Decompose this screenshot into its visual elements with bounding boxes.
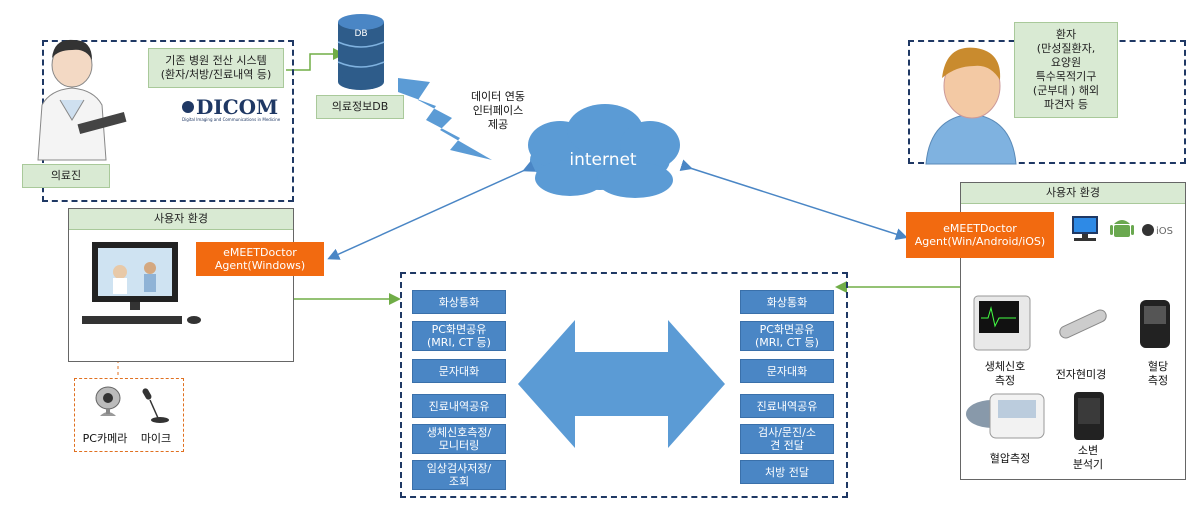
- db-label-text: 의료정보DB: [331, 100, 389, 113]
- feature-left-record-share[interactable]: 진료내역공유: [412, 394, 506, 418]
- link-system-db: [286, 48, 345, 71]
- feature-left-label: 화상통화: [438, 295, 480, 309]
- feature-left-label: PC화면공유 (MRI, CT 등): [427, 323, 491, 349]
- interface-note: 데이터 연동 인터페이스 제공: [458, 90, 538, 132]
- right-user-env-title: 사용자 환경: [961, 183, 1185, 204]
- left-agent-line1: eMEETDoctor: [223, 246, 297, 259]
- android-icon: [1110, 220, 1134, 237]
- feature-left-screen-share[interactable]: PC화면공유 (MRI, CT 등): [412, 321, 506, 351]
- feature-left-label: 생체신호측정/ 모니터링: [426, 426, 492, 452]
- double-arrow-icon: [518, 320, 725, 448]
- feature-right-record-share[interactable]: 진료내역공유: [740, 394, 834, 418]
- feature-right-video-call[interactable]: 화상통화: [740, 290, 834, 314]
- left-agent-badge: eMEETDoctor Agent(Windows): [196, 242, 324, 276]
- interface-line1: 데이터 연동: [470, 90, 526, 103]
- windows-pc-icon: [1072, 216, 1098, 241]
- peripheral-icons: [95, 386, 169, 423]
- right-agent-badge: eMEETDoctor Agent(Win/Android/iOS): [906, 212, 1054, 258]
- feature-left-text-chat[interactable]: 문자대화: [412, 359, 506, 383]
- ios-label: iOS: [1156, 226, 1173, 237]
- blood-pressure-monitor-icon: [966, 393, 1045, 439]
- feature-right-prescription[interactable]: 처방 전달: [740, 460, 834, 484]
- patient-icon: [925, 47, 1017, 165]
- feature-right-text-chat[interactable]: 문자대화: [740, 359, 834, 383]
- patient-label-box: 환자 (만성질환자, 요양원 특수목적기구 (군부대 ) 해외 파견자 등: [1014, 22, 1118, 118]
- lightning-icon: [398, 78, 492, 160]
- interface-line3: 제공: [487, 118, 509, 131]
- database-icon-text: DB: [354, 29, 367, 39]
- patient-line: 특수목적기구: [1035, 70, 1097, 83]
- microphone-icon: [142, 388, 169, 423]
- feature-left-video-call[interactable]: 화상통화: [412, 290, 506, 314]
- hospital-system-line1: 기존 병원 전산 시스템: [165, 54, 267, 67]
- medical-device-icons: [966, 295, 1170, 440]
- dicom-subtitle: Digital Imaging and Communications in Me…: [182, 117, 281, 122]
- feature-right-label: PC화면공유 (MRI, CT 등): [755, 323, 819, 349]
- device-pc-camera: PC카메라: [82, 432, 128, 445]
- feature-left-vital-monitor[interactable]: 생체신호측정/ 모니터링: [412, 424, 506, 454]
- feature-left-label: 진료내역공유: [428, 399, 490, 413]
- feature-right-label: 진료내역공유: [756, 399, 818, 413]
- device-vital-signs: 생체신호 측정: [984, 360, 1026, 387]
- patient-line: 환자: [1055, 28, 1077, 41]
- patient-line: (군부대 ) 해외: [1032, 84, 1100, 97]
- patient-line: 요양원: [1050, 56, 1082, 69]
- right-agent-line2: Agent(Win/Android/iOS): [914, 235, 1046, 248]
- feature-left-label: 문자대화: [438, 364, 480, 378]
- feature-right-label: 검사/문진/소 견 전달: [757, 426, 816, 452]
- device-microscope: 전자현미경: [1055, 368, 1107, 381]
- interface-line2: 인터페이스: [472, 104, 524, 117]
- doctor-label-text: 의료진: [50, 169, 82, 182]
- link-cloud-left-agent: [327, 160, 536, 260]
- apple-icon: iOS: [1142, 224, 1173, 237]
- hospital-system-line2: (환자/처방/진료내역 등): [160, 68, 272, 81]
- feature-left-label: 임상검사저장/ 조회: [426, 462, 492, 488]
- right-agent-line1: eMEETDoctor: [943, 222, 1017, 235]
- feature-right-label: 문자대화: [766, 364, 808, 378]
- hospital-system-box: 기존 병원 전산 시스템 (환자/처방/진료내역 등): [148, 48, 284, 88]
- device-urine-analyzer: 소변 분석기: [1072, 444, 1104, 471]
- internet-cloud-icon: [528, 104, 680, 198]
- link-cloud-right-agent: [679, 159, 908, 240]
- link-right-agent-features: [835, 258, 981, 293]
- feature-left-lab-store[interactable]: 임상검사저장/ 조회: [412, 460, 506, 490]
- feature-right-screen-share[interactable]: PC화면공유 (MRI, CT 등): [740, 321, 834, 351]
- pc-workstation-icon: [82, 242, 201, 324]
- platform-icons: iOS: [1072, 216, 1173, 241]
- database-icon: DB: [337, 14, 385, 90]
- patient-line: (만성질환자,: [1036, 42, 1096, 55]
- feature-right-label: 화상통화: [766, 295, 808, 309]
- urine-analyzer-icon: [1074, 392, 1104, 440]
- vital-signs-monitor-icon: [973, 295, 1031, 351]
- dicom-logo-text: DICOM: [196, 95, 279, 119]
- pc-camera-icon: [95, 386, 121, 416]
- features-region: [400, 272, 848, 498]
- pc-peripherals-box: [74, 378, 184, 452]
- internet-label: internet: [569, 150, 637, 170]
- device-blood-pressure: 혈압측정: [989, 452, 1031, 465]
- left-agent-line2: Agent(Windows): [214, 259, 306, 272]
- feature-right-label: 처방 전달: [765, 465, 809, 479]
- digital-microscope-icon: [1059, 309, 1107, 339]
- doctor-icon: [37, 39, 127, 161]
- doctor-label: 의료진: [22, 164, 110, 188]
- glucose-meter-icon: [1140, 300, 1170, 348]
- device-microphone: 마이크: [140, 432, 172, 445]
- db-label: 의료정보DB: [316, 95, 404, 119]
- patient-line: 파견자 등: [1044, 98, 1088, 111]
- left-user-env-title: 사용자 환경: [69, 209, 293, 230]
- device-glucose: 혈당 측정: [1147, 360, 1169, 387]
- feature-right-exam-opinion[interactable]: 검사/문진/소 견 전달: [740, 424, 834, 454]
- dicom-logo: DICOM Digital Imaging and Communications…: [182, 97, 282, 123]
